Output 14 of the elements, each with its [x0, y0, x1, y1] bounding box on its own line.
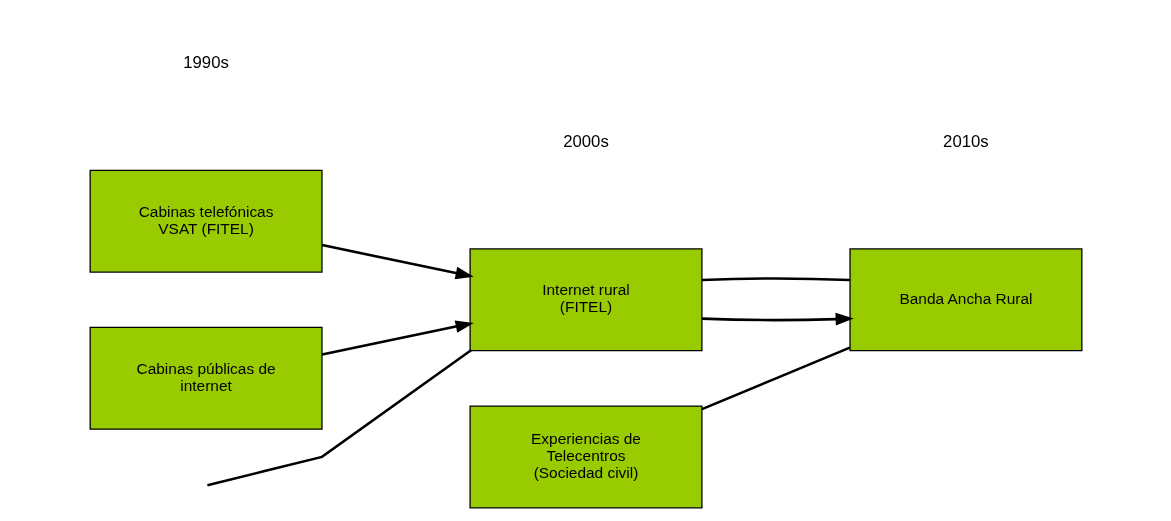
- node-box: Internet rural (FITEL): [468, 248, 703, 352]
- label: 2000s: [562, 132, 609, 152]
- label: 1990s: [182, 53, 229, 73]
- node-box: Banda Ancha Rural: [848, 248, 1082, 352]
- node-box: Experiencias de Telecentros (Sociedad civil): [468, 405, 703, 509]
- connector: [206, 348, 472, 487]
- node-box: Cabinas públicas de internet: [89, 326, 323, 430]
- label: 2010s: [942, 132, 989, 152]
- arrow: [321, 243, 474, 280]
- arrow: [321, 320, 474, 356]
- node-box: Cabinas telefónicas VSAT (FITEL): [89, 169, 323, 273]
- connector: [701, 277, 850, 282]
- arrow: [701, 312, 854, 326]
- connector: [701, 346, 850, 411]
